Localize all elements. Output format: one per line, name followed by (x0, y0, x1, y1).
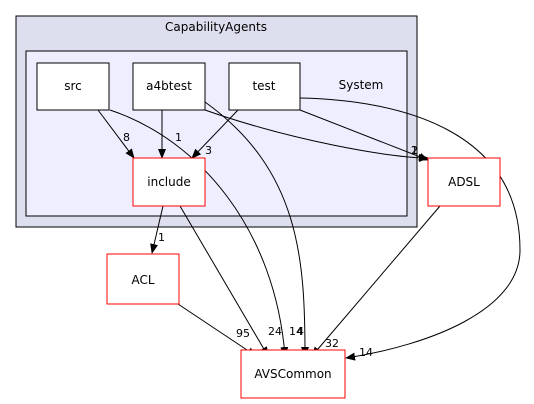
edge-label-include-avscommon: 24 (268, 325, 282, 338)
node-avscommon-label: AVSCommon (254, 367, 331, 381)
edge-include-acl (150, 205, 164, 254)
node-test-label: test (252, 79, 275, 93)
node-acl-label: ACL (131, 273, 154, 287)
edge-label-include-acl: 1 (158, 231, 165, 244)
node-test[interactable]: test (228, 62, 301, 111)
edge-label-include-avscommon-2: 14 (289, 325, 303, 338)
edge-label-adsl-avscommon: 32 (325, 337, 339, 350)
edge-src-avscommon (109, 109, 289, 357)
edge-test-adsl (299, 109, 429, 161)
node-src[interactable]: src (36, 62, 110, 111)
node-adsl-label: ADSL (448, 175, 480, 189)
edge-label-a4btest-avscommon: 4 (297, 325, 304, 338)
edge-src-include (97, 109, 135, 159)
cluster-system-label: System (339, 78, 384, 92)
edge-include-avscommon (179, 205, 269, 357)
node-avscommon[interactable]: AVSCommon (240, 349, 346, 399)
edge-label-a4btest-adsl: 1 (411, 144, 418, 157)
edge-test-avscommon (299, 97, 521, 361)
cluster-capabilityagents-label: CapabilityAgents (165, 20, 267, 34)
node-a4btest[interactable]: a4btest (132, 62, 206, 111)
node-include-label: include (147, 175, 190, 189)
edge-label-src-include: 8 (123, 131, 130, 144)
edge-label-a4btest-include: 1 (175, 131, 182, 144)
edge-label-test-include: 3 (205, 144, 212, 157)
edge-a4btest-adsl (204, 109, 429, 162)
edge-acl-avscommon (177, 303, 257, 357)
node-a4btest-label: a4btest (146, 79, 192, 93)
node-acl[interactable]: ACL (106, 253, 180, 305)
edge-adsl-avscommon (311, 205, 441, 357)
edge-label-test-avscommon: 14 (359, 346, 373, 359)
node-adsl[interactable]: ADSL (427, 157, 501, 207)
edge-test-include (191, 109, 239, 159)
edge-label-acl-avscommon: 95 (236, 327, 250, 340)
node-src-label: src (64, 79, 82, 93)
edge-label-test-adsl: 2 (411, 144, 418, 157)
node-include[interactable]: include (132, 157, 206, 207)
edge-a4btest-avscommon (204, 101, 309, 357)
